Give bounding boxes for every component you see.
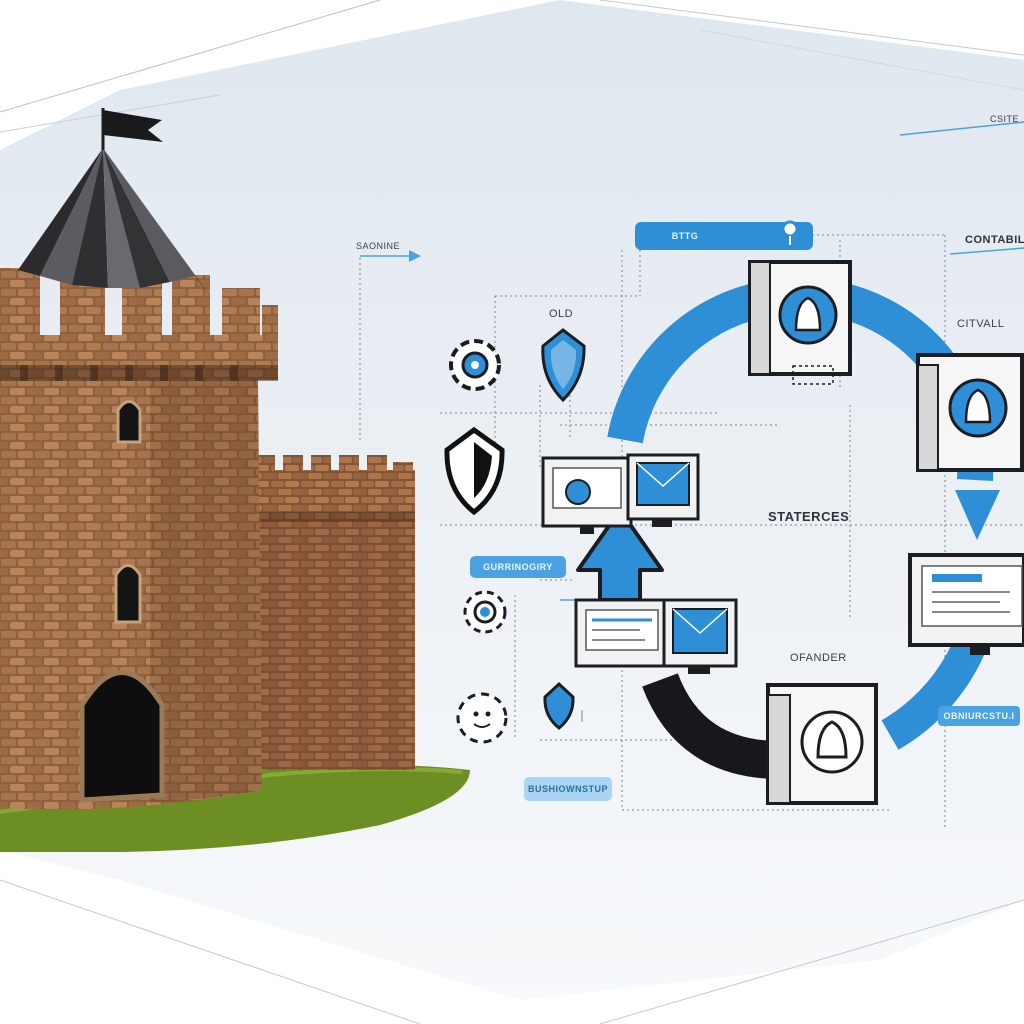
shield-icon bbox=[541, 328, 586, 403]
label-top-right: CSITE bbox=[990, 114, 1020, 124]
label-citvall: CITVALL bbox=[957, 318, 1005, 330]
shield-icon bbox=[444, 426, 505, 516]
shield-icon bbox=[543, 681, 575, 730]
down-arrow-icon bbox=[955, 490, 1000, 540]
label-old: OLD bbox=[549, 308, 574, 320]
pill-bottom-center[interactable]: BUSHIOWNSTUP bbox=[528, 784, 608, 794]
castle-tower bbox=[0, 108, 470, 852]
bell-icon bbox=[748, 260, 852, 385]
gear-icon bbox=[449, 339, 501, 391]
label-sarnine: SAONINE bbox=[356, 241, 401, 251]
bell-icon bbox=[766, 683, 878, 805]
label-contabull: CONTABILL bbox=[965, 234, 1024, 246]
monitor-icon bbox=[908, 553, 1024, 655]
mail-icon bbox=[662, 598, 738, 674]
top-node-icon bbox=[781, 220, 799, 238]
flag-icon bbox=[101, 108, 163, 150]
monitor-icon bbox=[574, 598, 670, 668]
top-pill-bg bbox=[635, 222, 813, 250]
bell-icon bbox=[916, 353, 1024, 472]
grass bbox=[0, 765, 470, 852]
gear-face-icon bbox=[456, 692, 508, 744]
pill-bottom-right[interactable]: OBNIURCSTU.I bbox=[943, 711, 1015, 721]
label-ofander: OFANDER bbox=[790, 652, 847, 664]
tower-window bbox=[116, 400, 142, 444]
tower-window bbox=[114, 564, 142, 624]
tower-roof bbox=[18, 148, 213, 300]
pill-left-mid[interactable]: GURRINOGIRY bbox=[483, 562, 553, 572]
monitor-icon bbox=[541, 456, 633, 534]
tower-door bbox=[79, 670, 165, 803]
mail-icon bbox=[626, 453, 700, 527]
label-statesces: STATERCES bbox=[768, 509, 850, 524]
gear-icon bbox=[463, 590, 507, 634]
pill-top[interactable]: BTTG bbox=[671, 231, 699, 241]
